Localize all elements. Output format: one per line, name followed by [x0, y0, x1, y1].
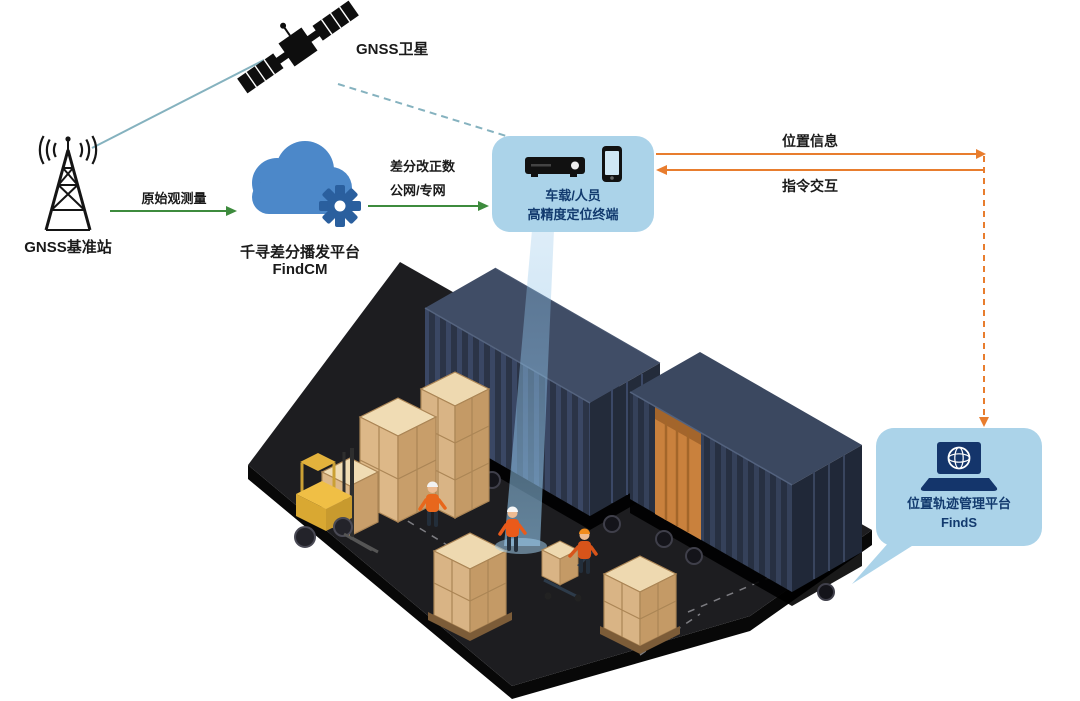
cloud-findcm-icon [252, 141, 361, 227]
base-station-label: GNSS基准站 [24, 239, 112, 256]
terminal-bubble: 车载/人员 高精度定位终端 [492, 136, 654, 232]
orange-dashed-link-line [979, 156, 989, 427]
correction-label-line1: 差分改正数 [390, 159, 456, 174]
position-info-arrow [656, 149, 986, 159]
forklift [294, 448, 379, 554]
signal-waves-icon [38, 135, 98, 165]
command-interaction-arrow [656, 165, 984, 175]
command-interaction-label: 指令交互 [782, 178, 838, 194]
warehouse-scene [248, 230, 934, 699]
finds-label-line2: FindS [940, 515, 978, 530]
base-station-tower-icon [38, 135, 98, 231]
pallet-stack [428, 532, 512, 641]
terminal-label-line1: 车载/人员 [545, 187, 601, 203]
terminal-label-line2: 高精度定位终端 [527, 206, 619, 222]
satellite-label: GNSS卫星 [356, 41, 429, 58]
worker [498, 506, 527, 552]
cloud-label: 千寻差分播发平台 [239, 244, 360, 261]
raw-observation-label: 原始观测量 [141, 191, 207, 206]
pallet-stack [358, 397, 438, 523]
position-info-label: 位置信息 [782, 133, 838, 149]
workers [418, 481, 598, 574]
satellite-tower-link-line [91, 59, 265, 149]
receiver-icon [525, 156, 585, 177]
worker [568, 528, 598, 574]
gear-icon [319, 185, 361, 227]
satellite-terminal-dashed-line [337, 83, 517, 140]
terminal-icons [523, 145, 623, 183]
correction-arrow [368, 201, 489, 211]
correction-label-line2: 公网/专网 [390, 183, 446, 198]
finds-label-line1: 位置轨迹管理平台 [906, 496, 1011, 512]
connector-lines [91, 59, 989, 427]
raw-observation-arrow [110, 206, 237, 216]
laptop-globe-icon [920, 442, 998, 492]
worker [418, 481, 447, 527]
container-left [424, 267, 661, 533]
finds-bubble: 位置轨迹管理平台 FindS [876, 428, 1042, 546]
cloud-product-label: FindCM [272, 261, 328, 278]
smartphone-icon [602, 145, 622, 182]
yard-platform-side [248, 465, 872, 699]
gnss-satellite-icon [237, 0, 359, 94]
pallet-stacks-front [428, 532, 680, 654]
pallet-stack [600, 555, 680, 654]
container-open-door [655, 407, 701, 540]
container-right [629, 352, 862, 606]
